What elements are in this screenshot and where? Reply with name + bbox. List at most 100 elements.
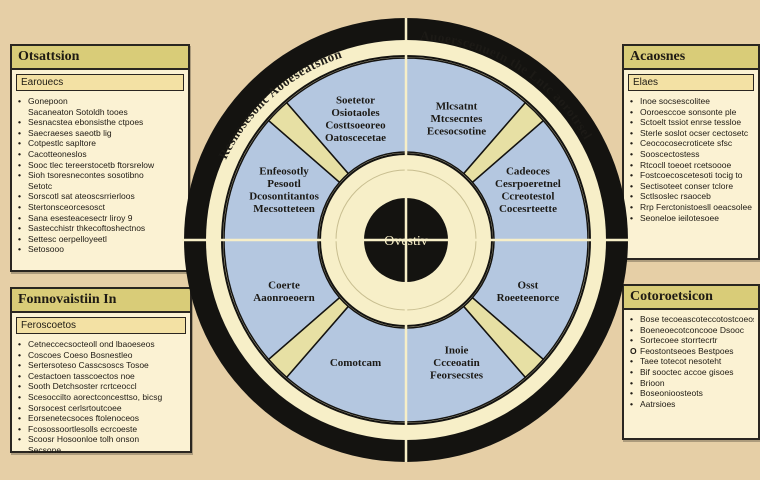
- bullet-mark: •: [18, 212, 21, 223]
- list-item-text: Coscoes Coeso Bosnestleo: [28, 349, 133, 360]
- bullet-mark: •: [18, 360, 21, 371]
- list-item-text: Settesc oerpelloyeetl: [28, 233, 107, 244]
- bullet-mark: •: [18, 402, 21, 413]
- list-item-text: Stertonsceorcesosct: [28, 201, 106, 212]
- list-item-text: Inoe socsescolitee: [640, 96, 710, 106]
- segment-label-line: Cocesrteette: [499, 203, 557, 215]
- left-bottom-panel-title: Fonnovaistiin In: [12, 289, 190, 313]
- list-item-text: Boseonioosteots: [640, 388, 703, 399]
- bullet-mark: •: [630, 377, 633, 388]
- list-item: • Aatrsioes: [630, 399, 754, 410]
- list-item: • Ooroesccoe sonsonte ple: [630, 107, 754, 118]
- bullet-mark: •: [18, 148, 21, 159]
- list-item: •Sctlsoslec rsaoceb: [630, 191, 754, 202]
- list-item: • Scoosr Hosoonloe tolh onson: [18, 434, 186, 445]
- list-item: •Sooscectostess: [630, 149, 754, 160]
- list-item-text: Ceococosecroticete sfsc: [640, 138, 733, 149]
- list-item: •Gonepoon: [18, 96, 184, 107]
- bullet-mark: •: [18, 191, 21, 202]
- list-item: •Setosooo: [18, 244, 184, 255]
- list-item: •Eorsenetecsoces ftolenoceos: [18, 413, 186, 424]
- list-item: •Sortecoee storrtecrtr: [630, 335, 754, 346]
- segment-label-line: Cesrpoeretnel: [495, 178, 561, 190]
- bullet-mark: •: [630, 117, 633, 128]
- bullet-mark: •: [18, 423, 21, 434]
- segment-label-line: Dcosontitantos: [249, 191, 319, 203]
- bullet-mark: •: [18, 370, 21, 381]
- list-item-text: Sesnacstea ebonsisthe ctpoes: [28, 117, 144, 128]
- list-item: •Boseonioosteots: [630, 388, 754, 399]
- list-item: • Sectisoteet conser tclore: [630, 181, 754, 192]
- list-item: •Sana esesteacesectr liroy 9: [18, 213, 184, 224]
- list-item-text: Secsone: [28, 444, 62, 455]
- list-item-text: Sectisoteet conser tclore: [640, 180, 734, 191]
- list-item: •Settesc oerpelloyeetl: [18, 234, 184, 245]
- bullet-mark: •: [630, 127, 633, 138]
- list-item: •Taee totecot nesoteht: [630, 356, 754, 367]
- list-item: • Cetneccecsocteoll ond lbaoeseos: [18, 339, 186, 350]
- list-item: •Scesoccilto aorectconcesttso, bicsg: [18, 392, 186, 403]
- bullet-mark: •: [630, 398, 633, 409]
- bullet-mark: O: [630, 345, 637, 356]
- bullet-mark: •: [630, 335, 633, 346]
- list-item-text: Eorsenetecsoces ftolenoceos: [28, 413, 140, 424]
- bullet-mark: •: [630, 180, 633, 191]
- segment-label-line: Inoie: [445, 344, 469, 356]
- list-item: •Seoneloe ieilotesoee: [630, 213, 754, 224]
- segment-label-line: Ccceoatin: [433, 357, 479, 369]
- list-item-text: Cacotteoneslos: [28, 148, 87, 159]
- bullet-mark: •: [630, 170, 633, 181]
- list-item-text: Aatrsioes: [640, 398, 676, 409]
- list-item-text: Sorsocest cerlsrtoutcoee: [28, 402, 122, 413]
- list-item-text: Sacaneaton Sotoldh tooes: [28, 106, 128, 117]
- list-item: •Bif sooctec accoe gisoes: [630, 367, 754, 378]
- list-item: •Sastecchistr thkecoftoshectnos: [18, 223, 184, 234]
- segment-label-line: Oatoscecetae: [325, 132, 386, 144]
- list-item-text: Cetneccecsocteoll ond lbaoeseos: [28, 339, 155, 349]
- list-item: • Sorsocest cerlsrtoutcoee: [18, 403, 186, 414]
- bullet-mark: •: [18, 159, 21, 170]
- segment-label: Comotcam: [330, 357, 381, 369]
- bullet-mark: •: [18, 434, 21, 445]
- segment-label-line: Roeeteenorce: [497, 292, 560, 304]
- list-item-text: Taee totecot nesoteht: [640, 356, 722, 367]
- bullet-mark: •: [18, 339, 21, 349]
- list-item-text: Bif sooctec accoe gisoes: [640, 366, 734, 377]
- list-item: • Saecraeses saeotb lig: [18, 128, 184, 139]
- bullet-mark: •: [630, 191, 633, 202]
- list-item: •Sesnacstea ebonsisthe ctpoes: [18, 117, 184, 128]
- wheel-wedge: [462, 296, 545, 379]
- bullet-mark: •: [630, 106, 633, 117]
- list-item: •Sertersoteso Casscsoscs Tosoe: [18, 360, 186, 371]
- list-item-text: Ooroesccoe sonsonte ple: [640, 106, 737, 117]
- list-item-text: Setotc: [28, 180, 53, 191]
- list-item-text: Sastecchistr thkecoftoshectnos: [28, 223, 146, 234]
- bullet-mark: •: [630, 148, 633, 159]
- wheel-wedge: [267, 101, 350, 184]
- bullet-mark: •: [18, 127, 21, 138]
- list-item: •Sterle soslot ocser cectosetc: [630, 128, 754, 139]
- bullet-mark: •: [18, 96, 21, 106]
- list-item: •Brioon: [630, 378, 754, 389]
- segment-label-line: Comotcam: [330, 357, 381, 369]
- bullet-mark: •: [18, 349, 21, 360]
- bullet-mark: •: [630, 212, 633, 223]
- bullet-mark: •: [18, 381, 21, 392]
- bullet-mark: •: [18, 391, 21, 402]
- segment-label-line: Costtsoeoreo: [325, 119, 386, 131]
- list-item: Secsone: [18, 445, 186, 456]
- list-item-text: Saecraeses saeotb lig: [28, 127, 112, 138]
- bullet-mark: •: [630, 138, 633, 149]
- list-item-text: Sorscotl sat ateoscsrrierloos: [28, 191, 135, 202]
- list-item-text: Scoosr Hosoonloe tolh onson: [28, 434, 140, 445]
- left-bottom-panel-list: • Cetneccecsocteoll ond lbaoeseos • Coscoes…: [18, 339, 186, 456]
- segment-label-line: Mtcsecntes: [431, 113, 484, 125]
- left-top-panel-title: Otsattsion: [12, 46, 188, 70]
- segment-label-line: Mlcsatnt: [436, 101, 478, 113]
